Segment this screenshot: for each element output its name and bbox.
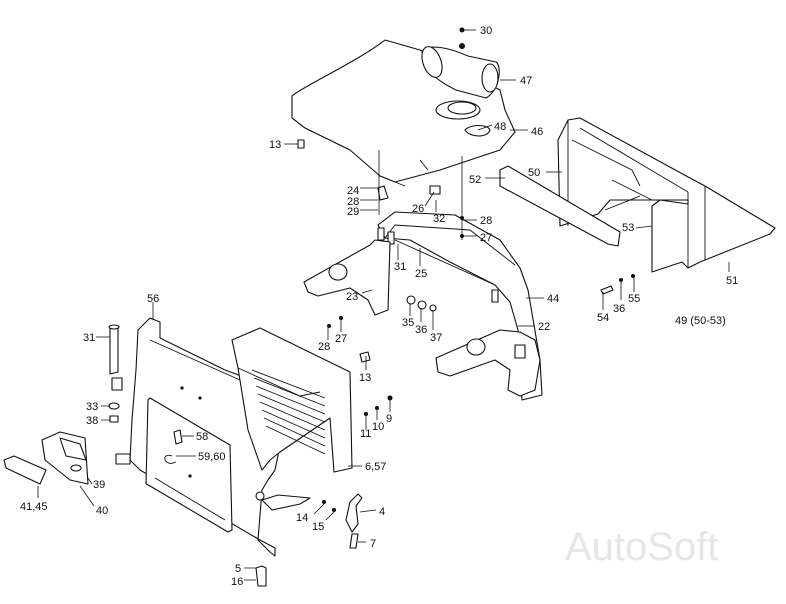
callout-36-right: 36 <box>613 303 625 315</box>
callout-40: 40 <box>96 505 108 517</box>
rear-frame <box>377 211 543 401</box>
callout-31-mid: 31 <box>394 261 406 273</box>
callout-59-60: 59,60 <box>198 451 226 463</box>
callout-27-mid: 27 <box>480 232 492 244</box>
callout-11: 11 <box>360 428 371 440</box>
callout-28-mid: 28 <box>480 215 492 227</box>
callout-10: 10 <box>372 421 384 433</box>
callout-44: 44 <box>547 293 559 305</box>
callout-37: 37 <box>430 332 442 344</box>
callout-36-mid: 36 <box>415 324 427 336</box>
callout-27-front: 27 <box>335 333 347 345</box>
callout-52: 52 <box>469 174 481 186</box>
fasteners-right <box>600 274 635 295</box>
callout-15: 15 <box>312 521 324 533</box>
callout-22: 22 <box>538 321 550 333</box>
side-panel-assembly <box>499 117 776 273</box>
small-fasteners <box>297 27 465 512</box>
hook-58 <box>164 429 183 464</box>
pin-31 <box>108 324 120 423</box>
callout-7: 7 <box>370 538 376 550</box>
callout-5: 5 <box>235 563 241 575</box>
callout-55: 55 <box>628 293 640 305</box>
callout-58: 58 <box>196 431 208 443</box>
callout-23: 23 <box>346 291 358 303</box>
exhaust-stack <box>421 43 500 99</box>
callout-29: 29 <box>347 206 359 218</box>
callout-38: 38 <box>86 415 98 427</box>
callout-41-45: 41,45 <box>20 501 48 513</box>
cover-panel-40 <box>3 431 89 485</box>
watermark: AutoSoft <box>565 525 718 569</box>
radiator-grille <box>231 327 353 473</box>
callout-48: 48 <box>494 121 506 133</box>
callout-9: 9 <box>386 413 392 425</box>
hinge-pin <box>255 491 267 587</box>
callout-28-front: 28 <box>318 341 330 353</box>
callout-13-front: 13 <box>359 372 371 384</box>
callout-51: 51 <box>726 275 738 287</box>
callout-50: 50 <box>528 167 540 179</box>
callout-13-top: 13 <box>269 139 281 151</box>
callout-32: 32 <box>433 213 445 225</box>
front-cover <box>111 317 291 557</box>
callout-4: 4 <box>379 506 385 518</box>
callout-24: 24 <box>347 185 359 197</box>
callout-47: 47 <box>520 75 532 87</box>
callout-35: 35 <box>402 317 414 329</box>
callout-28-top: 28 <box>347 196 359 208</box>
callout-46: 46 <box>531 126 543 138</box>
callout-26: 26 <box>412 203 424 215</box>
callout-labels: 30 47 46 48 13 24 28 29 26 32 28 27 31 2… <box>20 25 738 588</box>
callout-49-group: 49 (50-53) <box>675 315 726 327</box>
callout-39: 39 <box>93 479 105 491</box>
callout-53: 53 <box>622 222 634 234</box>
callout-31-left: 31 <box>83 332 95 344</box>
callout-6-57: 6,57 <box>365 461 386 473</box>
latch-handle <box>261 493 363 549</box>
callout-54: 54 <box>597 312 609 324</box>
callout-16: 16 <box>231 576 243 588</box>
callout-30: 30 <box>480 25 492 37</box>
callout-25: 25 <box>415 268 427 280</box>
callout-56: 56 <box>147 293 159 305</box>
leader-lines <box>37 29 730 581</box>
callout-14: 14 <box>296 512 308 524</box>
right-side-bracket <box>435 329 541 397</box>
callout-33: 33 <box>86 401 98 413</box>
left-side-bracket <box>303 239 391 316</box>
